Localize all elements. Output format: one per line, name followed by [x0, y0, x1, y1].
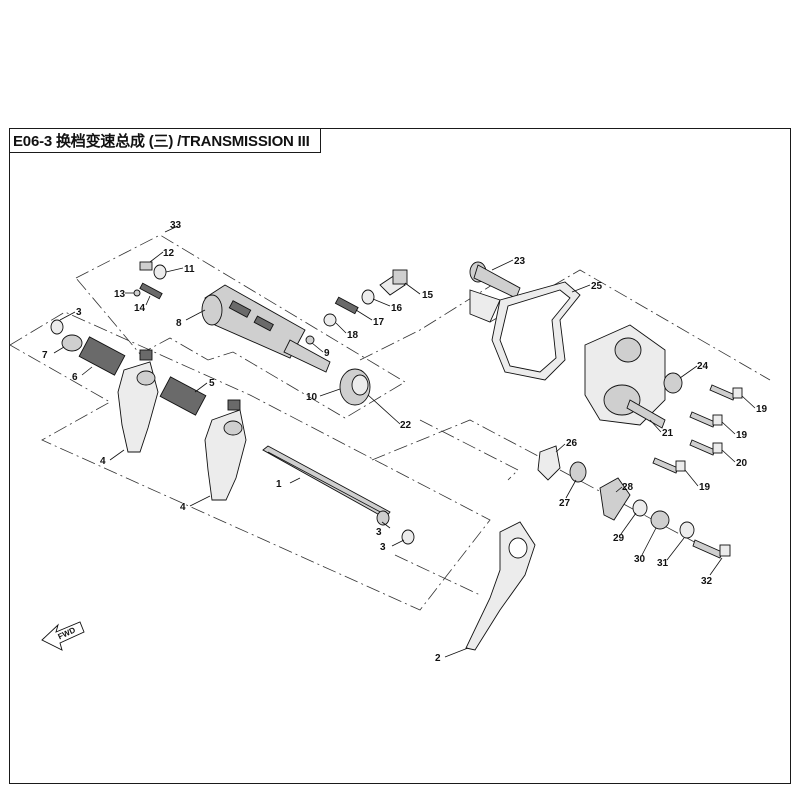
title-box: E06-3 换档变速总成 (三) /TRANSMISSION III [9, 128, 321, 153]
shift-lever-part-2 [465, 521, 536, 651]
callout-1: 1 [276, 479, 282, 490]
spring-part-5 [159, 376, 207, 416]
callout-24: 24 [697, 361, 709, 372]
bolt-part-32 [692, 539, 731, 559]
group-33-boundary [75, 234, 406, 419]
spring-part-30 [650, 510, 670, 530]
pin-part-9 [305, 335, 315, 345]
ball-part-18 [323, 313, 337, 327]
callout-19-b: 19 [736, 430, 748, 441]
seal-part-24 [663, 372, 683, 394]
spring-part-14 [139, 282, 163, 300]
bolt-part-19-c [652, 457, 686, 474]
callout-13: 13 [114, 289, 126, 300]
callout-32: 32 [701, 576, 713, 587]
bolt-part-20 [689, 439, 723, 456]
callout-25: 25 [591, 281, 603, 292]
bolt-part-19-a [709, 384, 743, 401]
callout-4-right: 4 [180, 502, 186, 513]
page-title: E06-3 换档变速总成 (三) /TRANSMISSION III [13, 133, 310, 150]
callout-6: 6 [72, 372, 78, 383]
washer-part-29 [632, 499, 648, 517]
callout-22: 22 [400, 420, 412, 431]
callout-labels: 1 2 3 3 3 4 4 5 6 7 8 9 10 11 12 13 14 1… [42, 220, 768, 664]
callout-30: 30 [634, 554, 646, 565]
cam-plate-part-10 [339, 368, 371, 406]
callout-23: 23 [514, 256, 526, 267]
gear-part-28 [599, 477, 631, 521]
callout-19-c: 19 [699, 482, 711, 493]
callout-26: 26 [566, 438, 578, 449]
callout-3-lower-a: 3 [376, 527, 382, 538]
callout-14: 14 [134, 303, 146, 314]
washer-part-31 [679, 521, 695, 539]
washer-part-16 [361, 289, 375, 305]
callout-29: 29 [613, 533, 625, 544]
callout-3-left: 3 [76, 307, 82, 318]
callout-21: 21 [662, 428, 674, 439]
callout-27: 27 [559, 498, 571, 509]
leader-dash-26 [371, 419, 556, 466]
shift-shaft-part-1 [262, 445, 391, 519]
shaft-gear-part-23 [469, 261, 521, 323]
fwd-arrow: FWD [41, 621, 85, 651]
clip-part-3-left [50, 319, 64, 335]
gasket-part-25 [491, 281, 581, 381]
cover-part-21 [584, 324, 666, 429]
callout-2: 2 [435, 653, 441, 664]
bolt-part-12 [139, 261, 153, 271]
leader-dash-2 [394, 554, 481, 596]
callout-18: 18 [347, 330, 359, 341]
callout-15: 15 [422, 290, 434, 301]
leader-dash-22 [419, 419, 519, 481]
callout-11: 11 [184, 264, 195, 275]
spring-part-6 [78, 336, 126, 376]
bolt-part-15 [379, 269, 408, 296]
leader-dash-32 [559, 469, 701, 546]
shift-drum-part-8 [201, 284, 331, 373]
shift-fork-part-4-left [117, 349, 159, 453]
diagram-frame [9, 128, 791, 784]
callout-33: 33 [170, 220, 182, 231]
clip-part-3-lower-a [376, 510, 390, 526]
callout-16: 16 [391, 303, 403, 314]
callout-17: 17 [373, 317, 385, 328]
leader-lines [53, 225, 756, 658]
callout-4-left: 4 [100, 456, 106, 467]
spring-part-17 [334, 296, 359, 315]
bushing-part-27 [569, 461, 587, 483]
washer-part-11 [153, 264, 167, 280]
callout-3-lower-b: 3 [380, 542, 386, 553]
callout-31: 31 [657, 558, 669, 569]
bolt-part-19-b [689, 411, 723, 428]
callout-9: 9 [324, 348, 330, 359]
callout-5: 5 [209, 378, 215, 389]
callout-7: 7 [42, 350, 48, 361]
shift-fork-part-4-right [204, 399, 247, 501]
callout-12: 12 [163, 248, 175, 259]
callout-10: 10 [306, 392, 318, 403]
bushing-part-7 [61, 334, 83, 352]
pin-part-13 [133, 289, 141, 297]
bracket-part-26 [537, 445, 561, 481]
callout-19-a: 19 [756, 404, 768, 415]
callout-20: 20 [736, 458, 748, 469]
callout-8: 8 [176, 318, 182, 329]
clip-part-3-lower-b [401, 529, 415, 545]
group-fork-boundary [9, 311, 491, 611]
callout-28: 28 [622, 482, 634, 493]
